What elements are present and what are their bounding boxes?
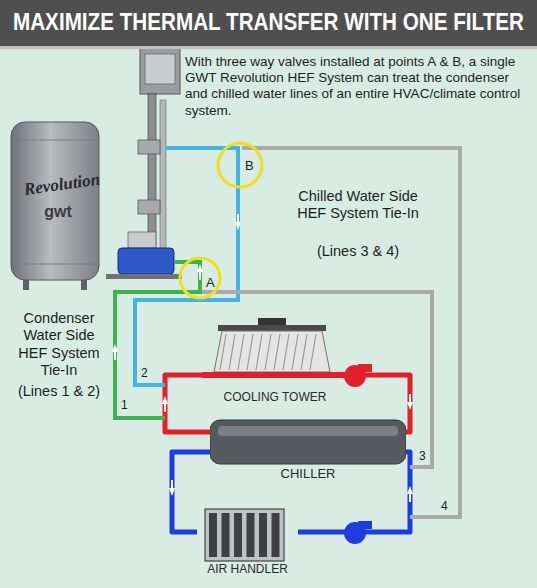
coil-fin	[272, 513, 280, 557]
tower-louver	[274, 334, 280, 370]
brand-text: Revolution	[4, 112, 112, 202]
callout-number: 3	[419, 449, 426, 463]
coil-fin	[259, 513, 267, 557]
tank-seam	[13, 264, 97, 265]
tank-seam	[13, 140, 97, 141]
tower-louver	[310, 334, 316, 370]
coil-fin	[209, 513, 217, 557]
air-handler: AIR HANDLER	[197, 505, 298, 579]
valve-body	[138, 140, 160, 154]
condenser-pump	[344, 364, 372, 387]
motor-housing	[128, 232, 156, 248]
coil-fin	[247, 513, 255, 557]
coil-fin	[234, 513, 242, 557]
tower-louver	[256, 334, 262, 370]
fan-stack	[258, 318, 286, 325]
valve-highlight	[218, 143, 262, 187]
title-band: MAXIMIZE THERMAL TRANSFER WITH ONE FILTE…	[0, 0, 537, 49]
brand-logo: gwt	[9, 203, 107, 221]
title-text: MAXIMIZE THERMAL TRANSFER WITH ONE FILTE…	[13, 9, 524, 36]
tie-in-label: Chilled Water Side HEF System Tie-In	[283, 188, 433, 223]
valve-body	[138, 200, 160, 214]
part-name: COOLING TOWER	[202, 318, 348, 404]
grey-pipe	[202, 292, 432, 467]
cooling-tower: COOLING TOWER	[202, 318, 348, 410]
tie-in-label: Condenser Water Side HEF System Tie-In	[8, 310, 110, 380]
tower-louver	[238, 334, 244, 370]
tower-deck	[218, 325, 326, 331]
note-text: With three way valves installed at point…	[185, 54, 527, 119]
valve-letter: B	[245, 158, 254, 174]
tower-louver	[265, 334, 271, 370]
control-panel-face	[145, 54, 175, 84]
tower-louver	[283, 334, 289, 370]
chiller-highlight	[218, 426, 398, 436]
filter-tank: Revolutiongwt	[9, 118, 107, 290]
callout-number: 1	[121, 398, 128, 412]
tower-basin-pipe	[202, 372, 348, 378]
valve-letter: A	[206, 275, 215, 291]
callout-number: 4	[441, 499, 448, 513]
tower-louver	[292, 334, 298, 370]
callout-number: 2	[141, 366, 148, 380]
pump-skid	[106, 274, 182, 279]
filter-pump	[118, 248, 174, 274]
tank-body	[11, 122, 99, 280]
chiller-drum	[210, 420, 406, 464]
tower-louver	[220, 334, 226, 370]
tower-louver	[301, 334, 307, 370]
tie-in-label: (Lines 3 & 4)	[283, 243, 433, 260]
chilled-pipe	[172, 452, 210, 532]
green-pipe	[115, 262, 200, 418]
tower-louver	[229, 334, 235, 370]
coil-fin	[222, 513, 230, 557]
chilled-pump	[344, 521, 372, 544]
valve-highlight	[180, 258, 220, 298]
condenser-pipe	[165, 375, 210, 432]
coil-frame	[205, 509, 284, 561]
filter-stand-pipe	[148, 94, 156, 254]
tower-body	[214, 331, 330, 372]
chiller: CHILLER	[210, 418, 406, 484]
tie-in-label: (Lines 1 & 2)	[8, 383, 110, 400]
part-name: CHILLER	[210, 418, 406, 481]
control-panel	[140, 48, 180, 94]
filter-stand-pipe	[160, 100, 166, 250]
tower-louver	[247, 334, 253, 370]
part-name: AIR HANDLER	[197, 505, 298, 576]
